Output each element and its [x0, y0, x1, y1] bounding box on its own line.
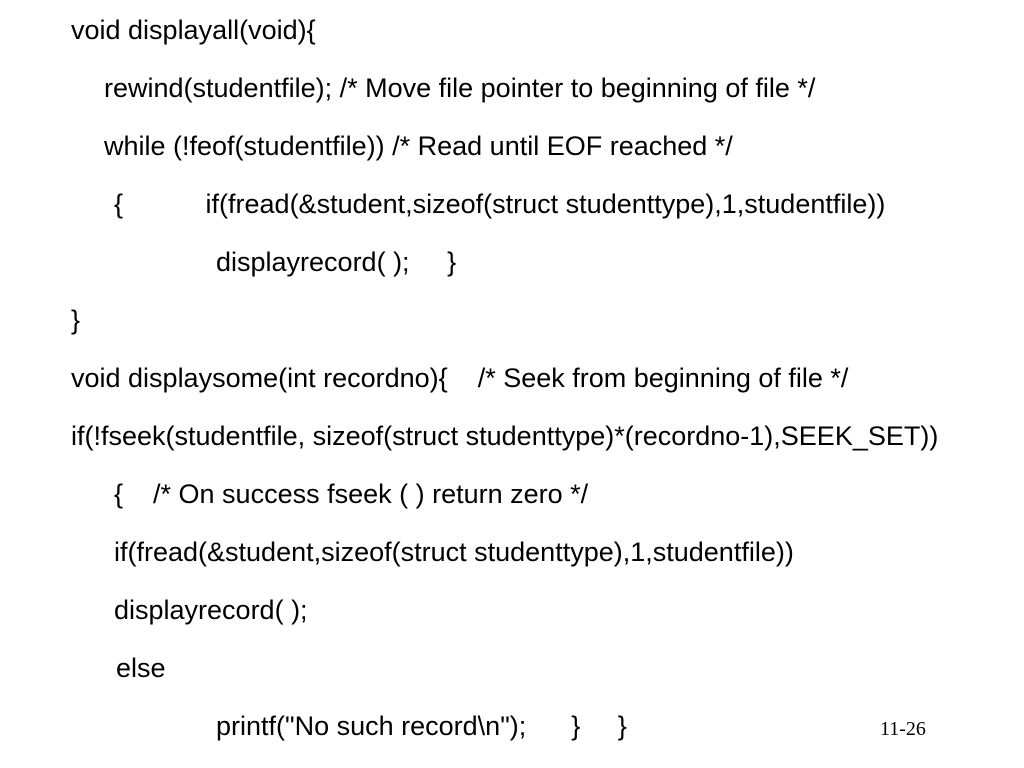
code-line-7: void displaysome(int recordno){ /* Seek …: [71, 363, 849, 393]
code-line-4: { if(fread(&student,sizeof(struct studen…: [114, 189, 886, 219]
code-line-2: rewind(studentfile); /* Move file pointe…: [104, 73, 816, 103]
code-line-5: displayrecord( ); }: [216, 247, 457, 277]
code-line-11: displayrecord( );: [114, 595, 308, 625]
code-line-6: }: [71, 305, 81, 335]
slide-number: 11-26: [880, 718, 926, 740]
code-line-10: if(fread(&student,sizeof(struct studentt…: [114, 537, 794, 567]
code-line-9: { /* On success fseek ( ) return zero */: [114, 479, 589, 509]
code-line-12: else: [116, 653, 166, 683]
code-line-8: if(!fseek(studentfile, sizeof(struct stu…: [71, 421, 939, 451]
code-line-1: void displayall(void){: [71, 15, 316, 45]
code-line-3: while (!feof(studentfile)) /* Read until…: [104, 131, 733, 161]
code-line-13: printf("No such record\n"); } }: [216, 711, 627, 741]
